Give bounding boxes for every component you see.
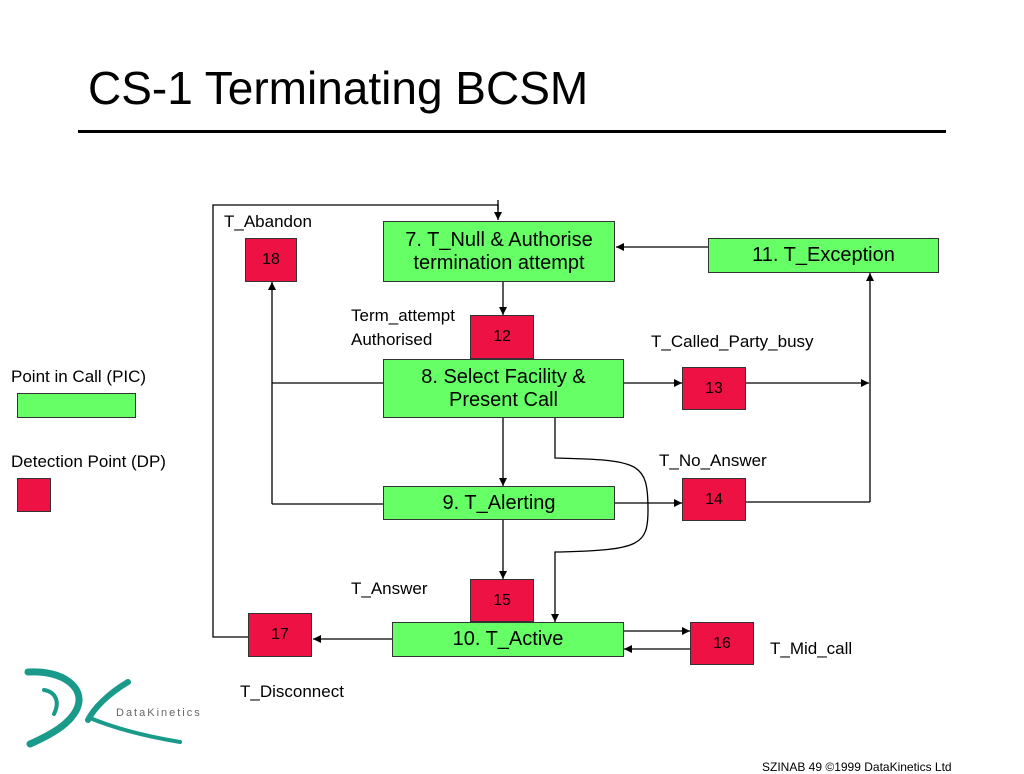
dp-17: 17 xyxy=(248,613,312,657)
legend-pic-swatch xyxy=(17,393,136,418)
dp-15: 15 xyxy=(470,579,534,622)
pic-select-facility: 8. Select Facility & Present Call xyxy=(383,359,624,418)
label-t-disconnect: T_Disconnect xyxy=(240,682,344,701)
datakinetics-logo: DataKinetics xyxy=(24,664,214,748)
slide-title: CS-1 Terminating BCSM xyxy=(88,62,589,114)
dp-14: 14 xyxy=(682,478,746,521)
label-t-called-party-busy: T_Called_Party_busy xyxy=(651,332,814,351)
dp-13: 13 xyxy=(682,367,746,410)
dp-16: 16 xyxy=(690,622,754,665)
pic-t-null: 7. T_Null & Authorise termination attemp… xyxy=(383,221,615,282)
dp-12: 12 xyxy=(470,315,534,359)
pic-t-active: 10. T_Active xyxy=(392,622,624,657)
legend-dp-swatch xyxy=(17,478,51,512)
title-underline xyxy=(78,130,946,133)
dp-18: 18 xyxy=(245,238,297,282)
pic-t-alerting: 9. T_Alerting xyxy=(383,486,615,520)
legend-pic-label: Point in Call (PIC) xyxy=(11,367,147,386)
pic-t-exception: 11. T_Exception xyxy=(708,238,939,273)
label-t-mid-call: T_Mid_call xyxy=(770,639,853,658)
slide-footer: SZINAB 49 ©1999 DataKinetics Ltd xyxy=(762,760,952,774)
label-t-abandon: T_Abandon xyxy=(224,212,312,231)
label-t-answer: T_Answer xyxy=(351,579,428,598)
label-t-no-answer: T_No_Answer xyxy=(659,451,767,470)
legend-dp-label: Detection Point (DP) xyxy=(11,452,166,471)
label-term-attempt: Term_attempt Authorised xyxy=(351,306,455,349)
curve-select-to-active xyxy=(551,418,649,622)
logo-wordmark: DataKinetics xyxy=(116,707,202,719)
